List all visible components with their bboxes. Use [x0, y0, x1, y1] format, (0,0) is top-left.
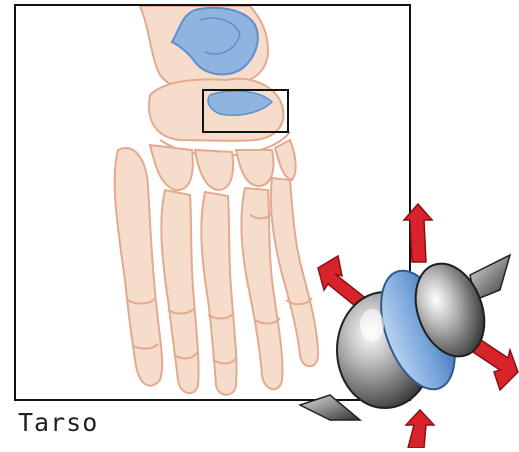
caption-label: Tarso: [18, 410, 98, 435]
